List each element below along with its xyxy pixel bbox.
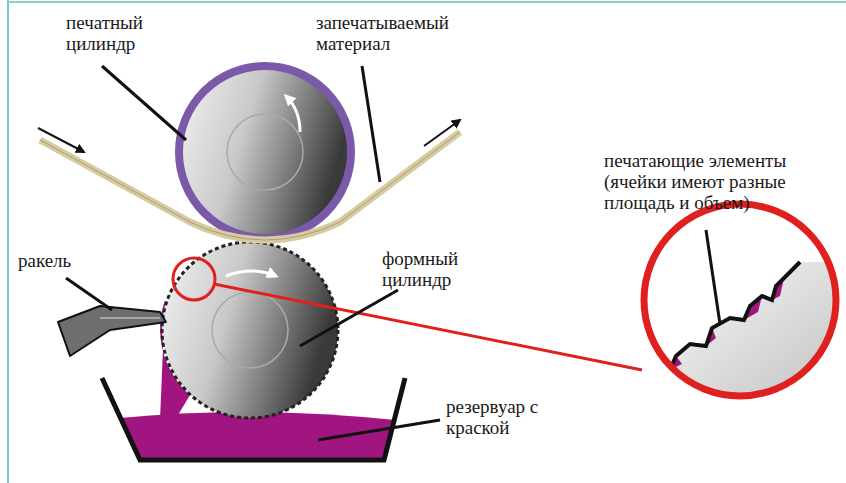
- substrate-edge: [40, 132, 460, 240]
- frame-line: [8, 1, 846, 3]
- part-label: ракель: [18, 250, 108, 271]
- form-cylinder: [160, 242, 338, 420]
- doctor-blade: [58, 306, 166, 356]
- frame-line: [7, 0, 9, 483]
- zoom-line: [214, 284, 642, 370]
- callout-label: печатающие элементы (ячейки имеют разные…: [604, 150, 840, 213]
- feed-arrow: [424, 120, 460, 146]
- substrate: [40, 132, 460, 240]
- leader-lines: [66, 66, 720, 440]
- part-label: резервуар с краской: [446, 396, 576, 438]
- impression-cylinder: [179, 66, 351, 238]
- part-label: запечатываемый материал: [316, 12, 496, 54]
- part-label: печатный цилиндр: [66, 12, 186, 54]
- zoom-spot: [173, 258, 215, 300]
- feed-arrow: [38, 128, 84, 152]
- zoom-view: [640, 204, 840, 420]
- reservoir: [102, 378, 405, 460]
- part-label: формный цилиндр: [382, 248, 512, 290]
